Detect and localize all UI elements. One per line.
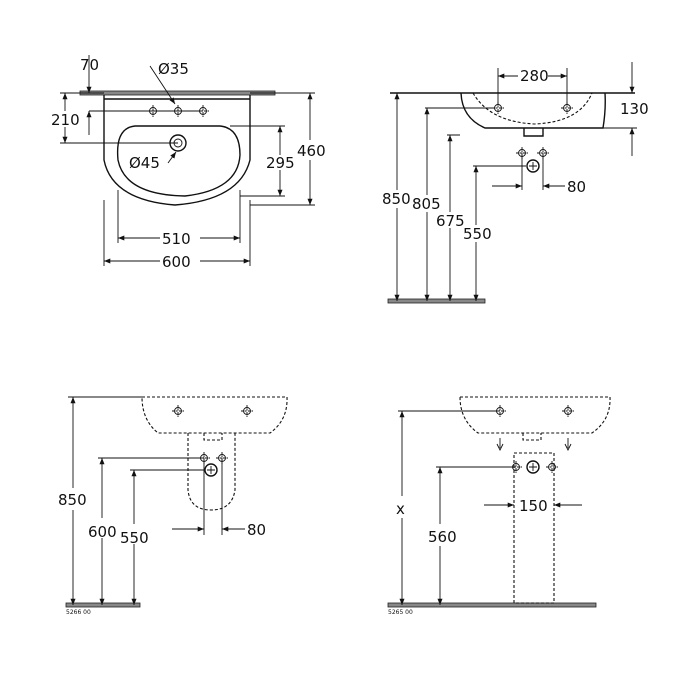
dim-280: 280 [520,67,549,85]
side-view: 280 130 80 850 805 675 550 [382,62,649,304]
wall-edge [79,90,276,96]
dim-tap-diameter: Ø35 [158,60,189,78]
dim-550-side: 550 [463,225,492,243]
dim-550-half: 550 [120,529,149,547]
basin-outline [103,95,251,206]
pedestal-outline [513,452,555,604]
floor [65,602,141,608]
dim-295: 295 [266,154,295,172]
dim-600-half: 600 [88,523,117,541]
top-view: 70 Ø35 210 Ø45 295 460 510 600 [51,55,326,271]
dim-x: x [396,500,405,518]
dim-70: 70 [80,56,99,74]
dim-510: 510 [162,230,191,248]
product-code-half: 5266 00 [66,609,91,616]
floor [387,298,486,304]
dim-80-half: 80 [247,521,266,539]
product-code-full: 5265 00 [388,609,413,616]
dim-850-side: 850 [382,190,411,208]
dim-80-side: 80 [567,178,586,196]
half-pedestal-view: 850 600 550 80 5266 00 [58,396,288,616]
dim-130: 130 [620,100,649,118]
bowl-outline [116,125,241,197]
dim-210: 210 [51,111,80,129]
dim-600: 600 [162,253,191,271]
dim-drain-diameter: Ø45 [129,154,160,172]
dim-850-half: 850 [58,491,87,509]
dim-150: 150 [519,497,548,515]
dim-460: 460 [297,142,326,160]
dim-675: 675 [436,212,465,230]
dim-560: 560 [428,528,457,546]
floor [387,602,597,608]
dim-805: 805 [412,195,441,213]
full-pedestal-view: x 560 150 5265 00 [387,396,611,616]
